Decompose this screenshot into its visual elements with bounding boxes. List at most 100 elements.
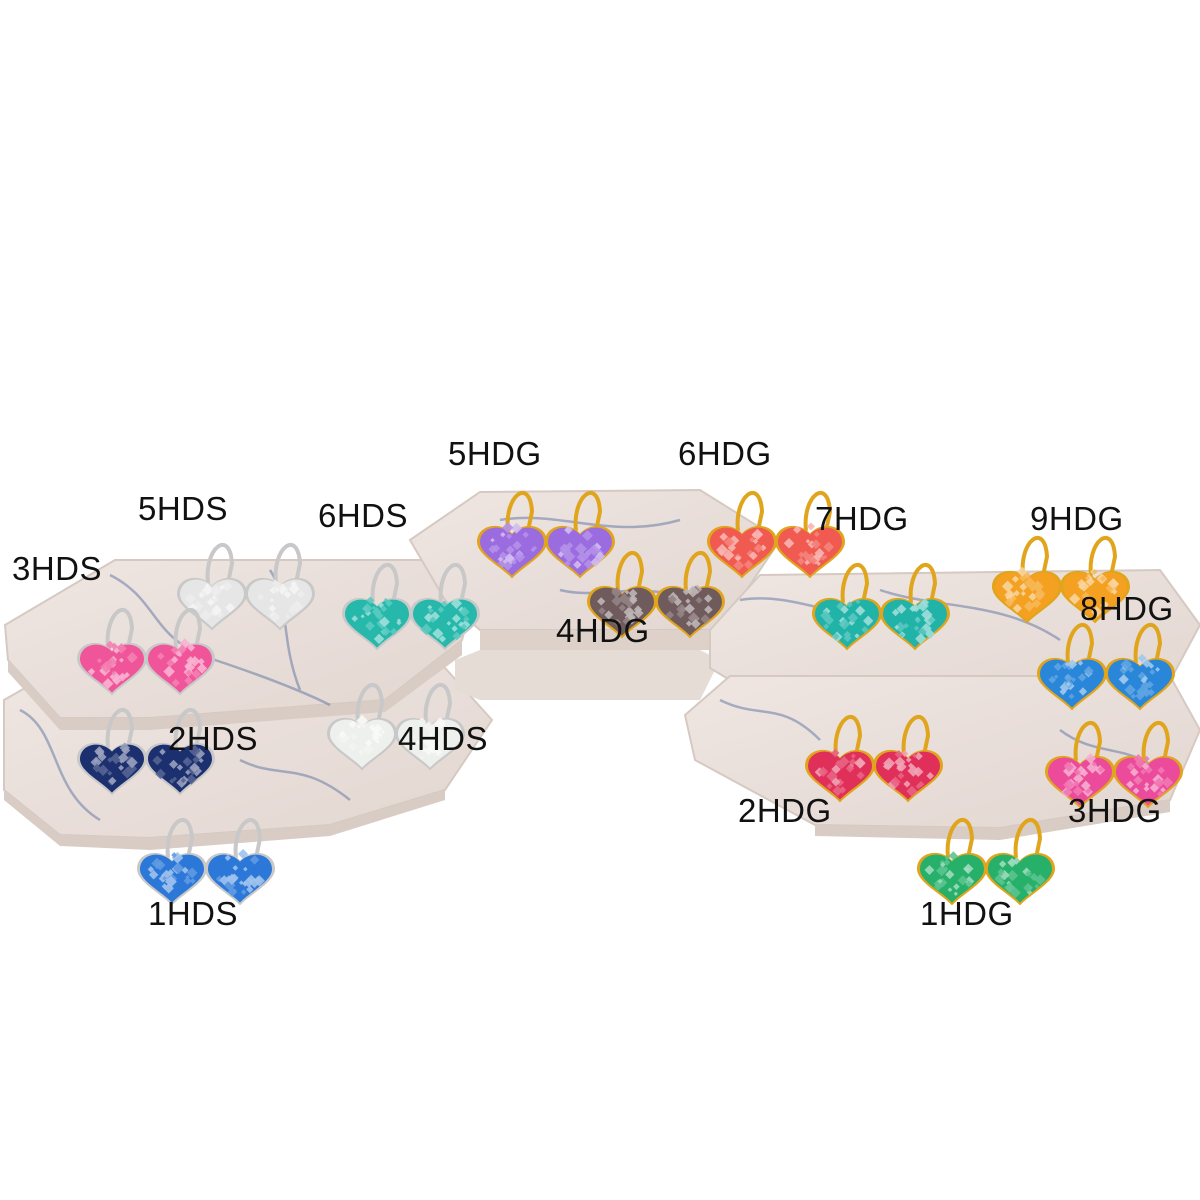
sparkle-texture [1126, 754, 1174, 797]
product-code-label: 3HDS [12, 550, 103, 587]
sparkle-texture [215, 848, 265, 897]
ear-wire-hook [1065, 622, 1095, 673]
marble-riser-edge [815, 800, 1170, 840]
marble-riser-edge [480, 630, 720, 650]
sparkle-texture [147, 851, 198, 894]
earring-pair-1hds [137, 817, 275, 906]
earring-pair-3hdg [1045, 720, 1183, 809]
product-code-label: 6HDG [678, 435, 772, 472]
product-code-label: 1HDG [920, 895, 1014, 932]
sparkle-texture [665, 584, 713, 629]
earring-pair-5hdg [477, 490, 615, 579]
earring-pair-6hdg [707, 490, 845, 579]
ear-wire-hook [908, 562, 938, 613]
heart-druzy-stone [988, 854, 1052, 903]
ear-wire-hook [1013, 817, 1043, 868]
product-code-label: 7HDG [815, 500, 909, 537]
product-code-label: 5HDS [138, 490, 229, 527]
ear-wire-hook [803, 490, 833, 541]
ear-wire-hook [945, 817, 975, 868]
ear-wire-hook [173, 607, 203, 658]
heart-druzy-stone [590, 587, 654, 636]
sparkle-texture [1118, 653, 1161, 701]
product-code-label: 8HDG [1080, 590, 1174, 627]
earring-pair-2hds [77, 707, 215, 796]
product-code-label: 6HDS [318, 497, 409, 534]
product-code-label: 9HDG [1030, 500, 1124, 537]
ear-wire-hook [901, 714, 931, 765]
sparkle-texture [351, 596, 402, 645]
ear-wire-hook [615, 550, 645, 601]
heart-druzy-stone [80, 744, 144, 793]
ear-wire-hook [165, 817, 195, 868]
ear-wire-hook [438, 562, 468, 613]
sparkle-texture [420, 597, 471, 643]
product-code-label: 4HDG [556, 612, 650, 649]
sparkle-texture [1069, 569, 1120, 618]
sparkle-texture [488, 521, 538, 571]
earring-pair-4hdg [587, 550, 725, 639]
ear-wire-hook [1133, 622, 1163, 673]
sparkle-texture [337, 714, 386, 756]
earring-group [77, 490, 1183, 906]
heart-druzy-stone [208, 854, 272, 903]
earring-pair-7hdg [812, 562, 950, 651]
sparkle-texture [882, 750, 934, 797]
ear-wire-hook [840, 562, 870, 613]
ear-wire-hook [173, 707, 203, 758]
earring-pair-3hds [77, 607, 215, 696]
ear-wire-hook [423, 682, 453, 733]
ear-wire-hook [1073, 720, 1103, 771]
earring-pair-4hds [327, 682, 465, 771]
ear-wire-hook [105, 607, 135, 658]
sparkle-texture [152, 744, 206, 788]
product-code-label: 1HDS [148, 895, 239, 932]
sparkle-texture [814, 748, 866, 797]
marble-riser-edge [8, 640, 462, 730]
sparkle-texture [184, 581, 235, 622]
ear-wire-hook [1141, 720, 1171, 771]
marble-riser [455, 650, 720, 700]
ear-wire-hook [355, 682, 385, 733]
ear-wire-hook [735, 490, 765, 541]
sparkle-texture [90, 742, 138, 786]
ear-wire-hook [683, 550, 713, 601]
sparkle-texture [820, 599, 874, 643]
earring-pair-6hds [342, 562, 480, 651]
product-code-label: 2HDS [168, 720, 259, 757]
sparkle-texture [1048, 659, 1094, 700]
ear-wire-hook [105, 707, 135, 758]
ear-wire-hook [233, 817, 263, 868]
heart-druzy-stone [148, 644, 212, 693]
ear-wire-hook [833, 714, 863, 765]
earring-pair-5hds [177, 542, 315, 631]
product-code-label: 5HDG [448, 435, 542, 472]
earring-pair-2hdg [805, 714, 943, 803]
sparkle-texture [157, 638, 208, 687]
sparkle-texture [256, 579, 306, 623]
earring-pair-9hdg [992, 535, 1130, 624]
product-code-label: 3HDG [1068, 792, 1162, 829]
sparkle-texture [557, 525, 606, 570]
ear-wire-hook [370, 562, 400, 613]
product-code-label: 2HDG [738, 792, 832, 829]
ear-wire-hook [1020, 535, 1050, 586]
sparkle-texture [783, 522, 835, 566]
heart-druzy-stone [778, 527, 842, 576]
ear-wire-hook [1088, 535, 1118, 586]
sparkle-texture [597, 587, 644, 627]
earring-pair-8hdg [1037, 622, 1175, 711]
earring-pair-1hdg [917, 817, 1055, 906]
sparkle-texture [409, 717, 452, 760]
ear-wire-hook [573, 490, 603, 541]
ear-wire-hook [205, 542, 235, 593]
ear-wire-hook [273, 542, 303, 593]
sparkle-texture [1061, 753, 1106, 798]
sparkle-texture [994, 857, 1046, 899]
marble-riser-edge [4, 790, 445, 850]
sparkle-texture [924, 851, 975, 896]
sparkle-texture [1001, 566, 1046, 613]
sparkle-texture [891, 598, 936, 645]
sparkle-texture [87, 640, 138, 690]
